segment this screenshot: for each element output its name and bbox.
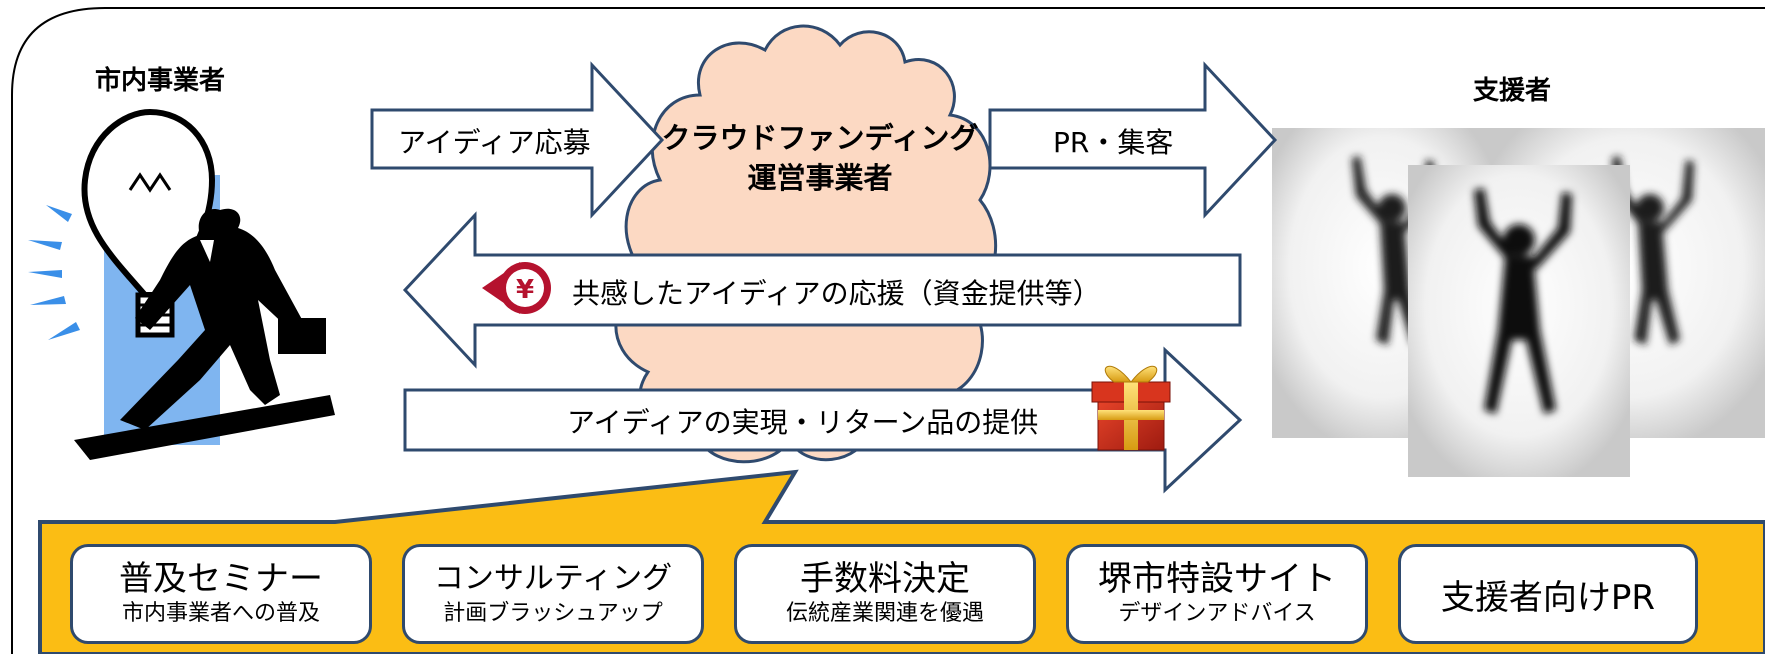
card-seminar: 普及セミナー 市内事業者への普及: [70, 544, 372, 644]
card-consulting-sub: 計画ブラッシュアップ: [443, 601, 663, 626]
operator-label-line2: 運営事業者: [747, 161, 893, 195]
local-business-title: 市内事業者: [95, 66, 226, 96]
card-fee-sub: 伝統産業関連を優遇: [785, 601, 984, 626]
lightbulb-businessman-icon: [28, 108, 335, 460]
card-supporter-pr: 支援者向けPR: [1398, 544, 1698, 644]
card-seminar-sub: 市内事業者への普及: [121, 601, 320, 626]
outer-frame: [11, 7, 1765, 654]
operator-label-line1: クラウドファンディング: [661, 121, 979, 155]
supporters-title: 支援者: [1473, 76, 1552, 106]
arrow-return-label: アイディアの実現・リターン品の提供: [567, 406, 1039, 439]
operator-label: クラウドファンディング 運営事業者: [650, 118, 990, 198]
gift-box-icon: [1091, 365, 1171, 451]
svg-text:¥: ¥: [516, 275, 534, 305]
card-site-title: 堺市特設サイト: [1098, 559, 1336, 599]
yen-coin-icon: ¥: [482, 262, 551, 314]
arrow-funding: [402, 211, 1242, 369]
arrow-idea-submission-label: アイディア応募: [398, 126, 591, 159]
cheering-people-image: [1272, 128, 1765, 477]
card-supporter-pr-title: 支援者向けPR: [1440, 577, 1656, 618]
card-site-sub: デザインアドバイス: [1118, 601, 1316, 626]
arrow-pr: [988, 61, 1278, 219]
arrow-funding-label: 共感したアイディアの応援（資金提供等）: [572, 277, 1101, 310]
card-seminar-title: 普及セミナー: [119, 559, 323, 599]
arrow-idea-submission: [370, 61, 665, 219]
card-fee-title: 手数料決定: [800, 559, 970, 599]
card-consulting-title: コンサルティング: [433, 561, 673, 596]
card-site: 堺市特設サイト デザインアドバイス: [1066, 544, 1368, 644]
card-fee: 手数料決定 伝統産業関連を優遇: [734, 544, 1036, 644]
arrow-pr-label: PR・集客: [1053, 126, 1174, 159]
card-consulting: コンサルティング 計画ブラッシュアップ: [402, 544, 704, 644]
